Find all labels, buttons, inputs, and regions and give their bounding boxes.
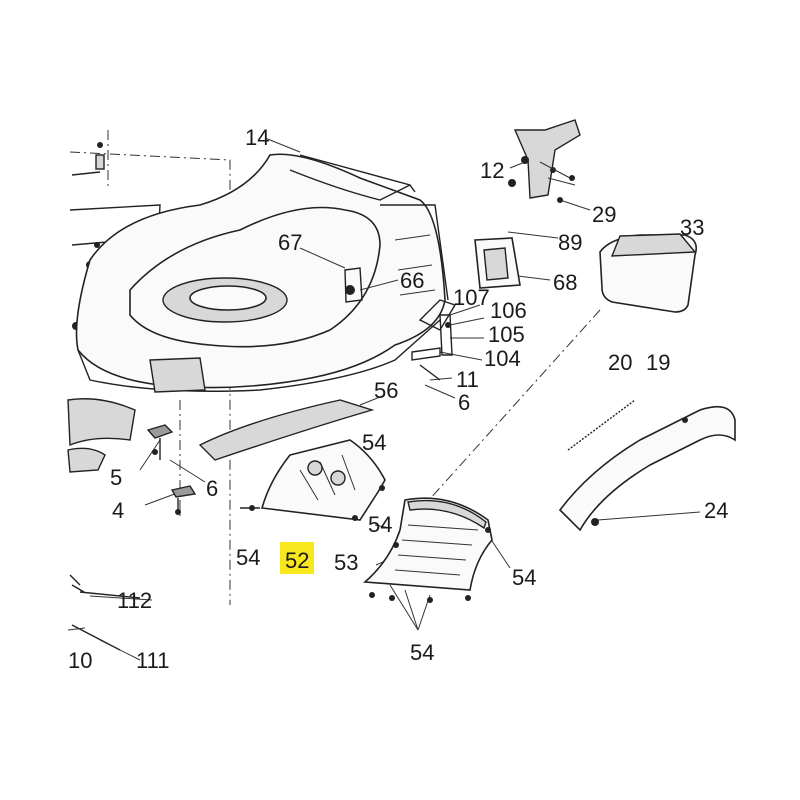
callout-19: 19 — [646, 350, 670, 375]
mower-deck — [75, 153, 457, 393]
callout-4: 4 — [112, 498, 124, 523]
callout-29: 29 — [592, 202, 616, 227]
callout-6-right: 6 — [458, 390, 470, 415]
callout-56: 56 — [374, 378, 398, 403]
callout-52-highlight — [280, 542, 314, 574]
hinge-parts — [411, 314, 453, 381]
callout-33: 33 — [680, 215, 704, 240]
callout-54-bottom: 54 — [410, 640, 434, 665]
drive-belt — [198, 399, 375, 461]
callout-5: 5 — [110, 465, 122, 490]
small-hardware — [146, 424, 197, 515]
callout-10: 10 — [68, 648, 92, 673]
callout-6-left: 6 — [206, 476, 218, 501]
callout-68: 68 — [553, 270, 577, 295]
callout-24: 24 — [704, 498, 728, 523]
rear-flap-52 — [240, 439, 386, 521]
callout-107: 107 — [453, 285, 490, 310]
grass-box-lid — [599, 233, 698, 313]
callout-54-left: 54 — [236, 545, 260, 570]
callout-104: 104 — [484, 346, 521, 371]
callout-54-mid: 54 — [368, 512, 392, 537]
callout-54-right: 54 — [512, 565, 536, 590]
callout-66: 66 — [400, 268, 424, 293]
callout-112: 112 — [117, 588, 152, 613]
callout-53: 53 — [334, 550, 358, 575]
callout-11: 11 — [456, 367, 479, 392]
rear-flap-53 — [363, 497, 493, 603]
spring-and-handle — [558, 399, 736, 532]
callout-labels: 14 12 29 33 89 67 66 68 107 106 105 104 … — [68, 125, 728, 673]
leader-lines — [89, 137, 701, 661]
cover-plate — [474, 237, 521, 289]
callout-89: 89 — [558, 230, 582, 255]
callout-14: 14 — [245, 125, 269, 150]
assembly-guide-lines — [69, 130, 601, 605]
callout-20: 20 — [608, 350, 632, 375]
callout-111: 111 — [136, 648, 169, 673]
callout-54-top: 54 — [362, 430, 386, 455]
callout-12: 12 — [480, 158, 504, 183]
callout-52: 52 — [285, 548, 309, 573]
callout-105: 105 — [488, 322, 525, 347]
callout-106: 106 — [490, 298, 527, 323]
callout-67: 67 — [278, 230, 302, 255]
handle-bracket — [508, 119, 581, 203]
